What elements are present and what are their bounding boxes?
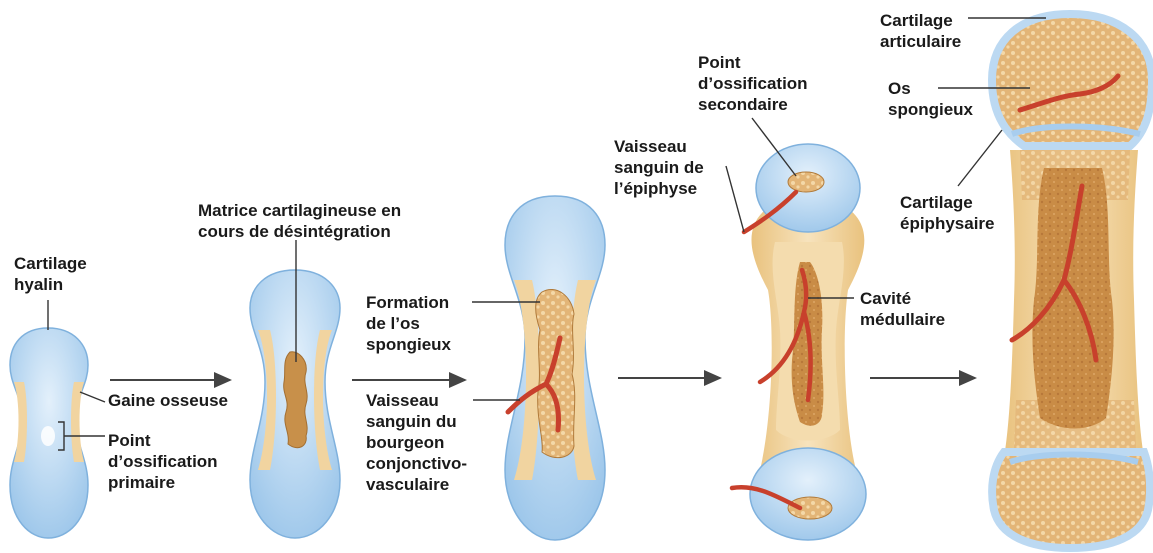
leader-gaine-osseuse bbox=[80, 392, 105, 402]
stage-1-cartilage-model bbox=[10, 328, 88, 538]
label-gaine-osseuse: Gaine osseuse bbox=[108, 390, 228, 411]
label-vaisseau-epiphyse: Vaisseau sanguin de l’épiphyse bbox=[614, 136, 704, 199]
stage-3-spongy-bone bbox=[536, 289, 575, 457]
stage-4-secondary-ossification-upper bbox=[788, 172, 824, 192]
label-point-ossification-primaire: Point d’ossification primaire bbox=[108, 430, 218, 493]
stage-1-primary-ossification-point bbox=[41, 426, 55, 446]
label-os-spongieux: Os spongieux bbox=[888, 78, 973, 120]
label-cartilage-articulaire: Cartilage articulaire bbox=[880, 10, 961, 52]
label-formation-os-spongieux: Formation de l’os spongieux bbox=[366, 292, 451, 355]
stage-4-bone-model bbox=[732, 144, 866, 540]
label-point-ossification-secondaire: Point d’ossification secondaire bbox=[698, 52, 808, 115]
label-cavite-medullaire: Cavité médullaire bbox=[860, 288, 945, 330]
stage-2-disintegrating-matrix bbox=[284, 352, 307, 448]
stage-5-medullary-cavity bbox=[1032, 168, 1113, 429]
leader-cartilage-epiphysaire bbox=[958, 130, 1002, 186]
stage-5-adult-bone bbox=[992, 14, 1152, 548]
stage-3-bone-model bbox=[505, 196, 605, 540]
stage-4-secondary-ossification-lower bbox=[788, 497, 832, 519]
label-vaisseau-bourgeon: Vaisseau sanguin du bourgeon conjonctivo… bbox=[366, 390, 467, 495]
label-cartilage-epiphysaire: Cartilage épiphysaire bbox=[900, 192, 995, 234]
stage-5-lower-epiphysis bbox=[992, 452, 1150, 548]
label-cartilage-hyalin: Cartilage hyalin bbox=[14, 253, 87, 295]
leader-vaisseau-epiphyse bbox=[726, 166, 744, 232]
label-matrice-cartilagineuse: Matrice cartilagineuse en cours de désin… bbox=[198, 200, 401, 242]
stage-2-bone-model bbox=[250, 270, 340, 538]
